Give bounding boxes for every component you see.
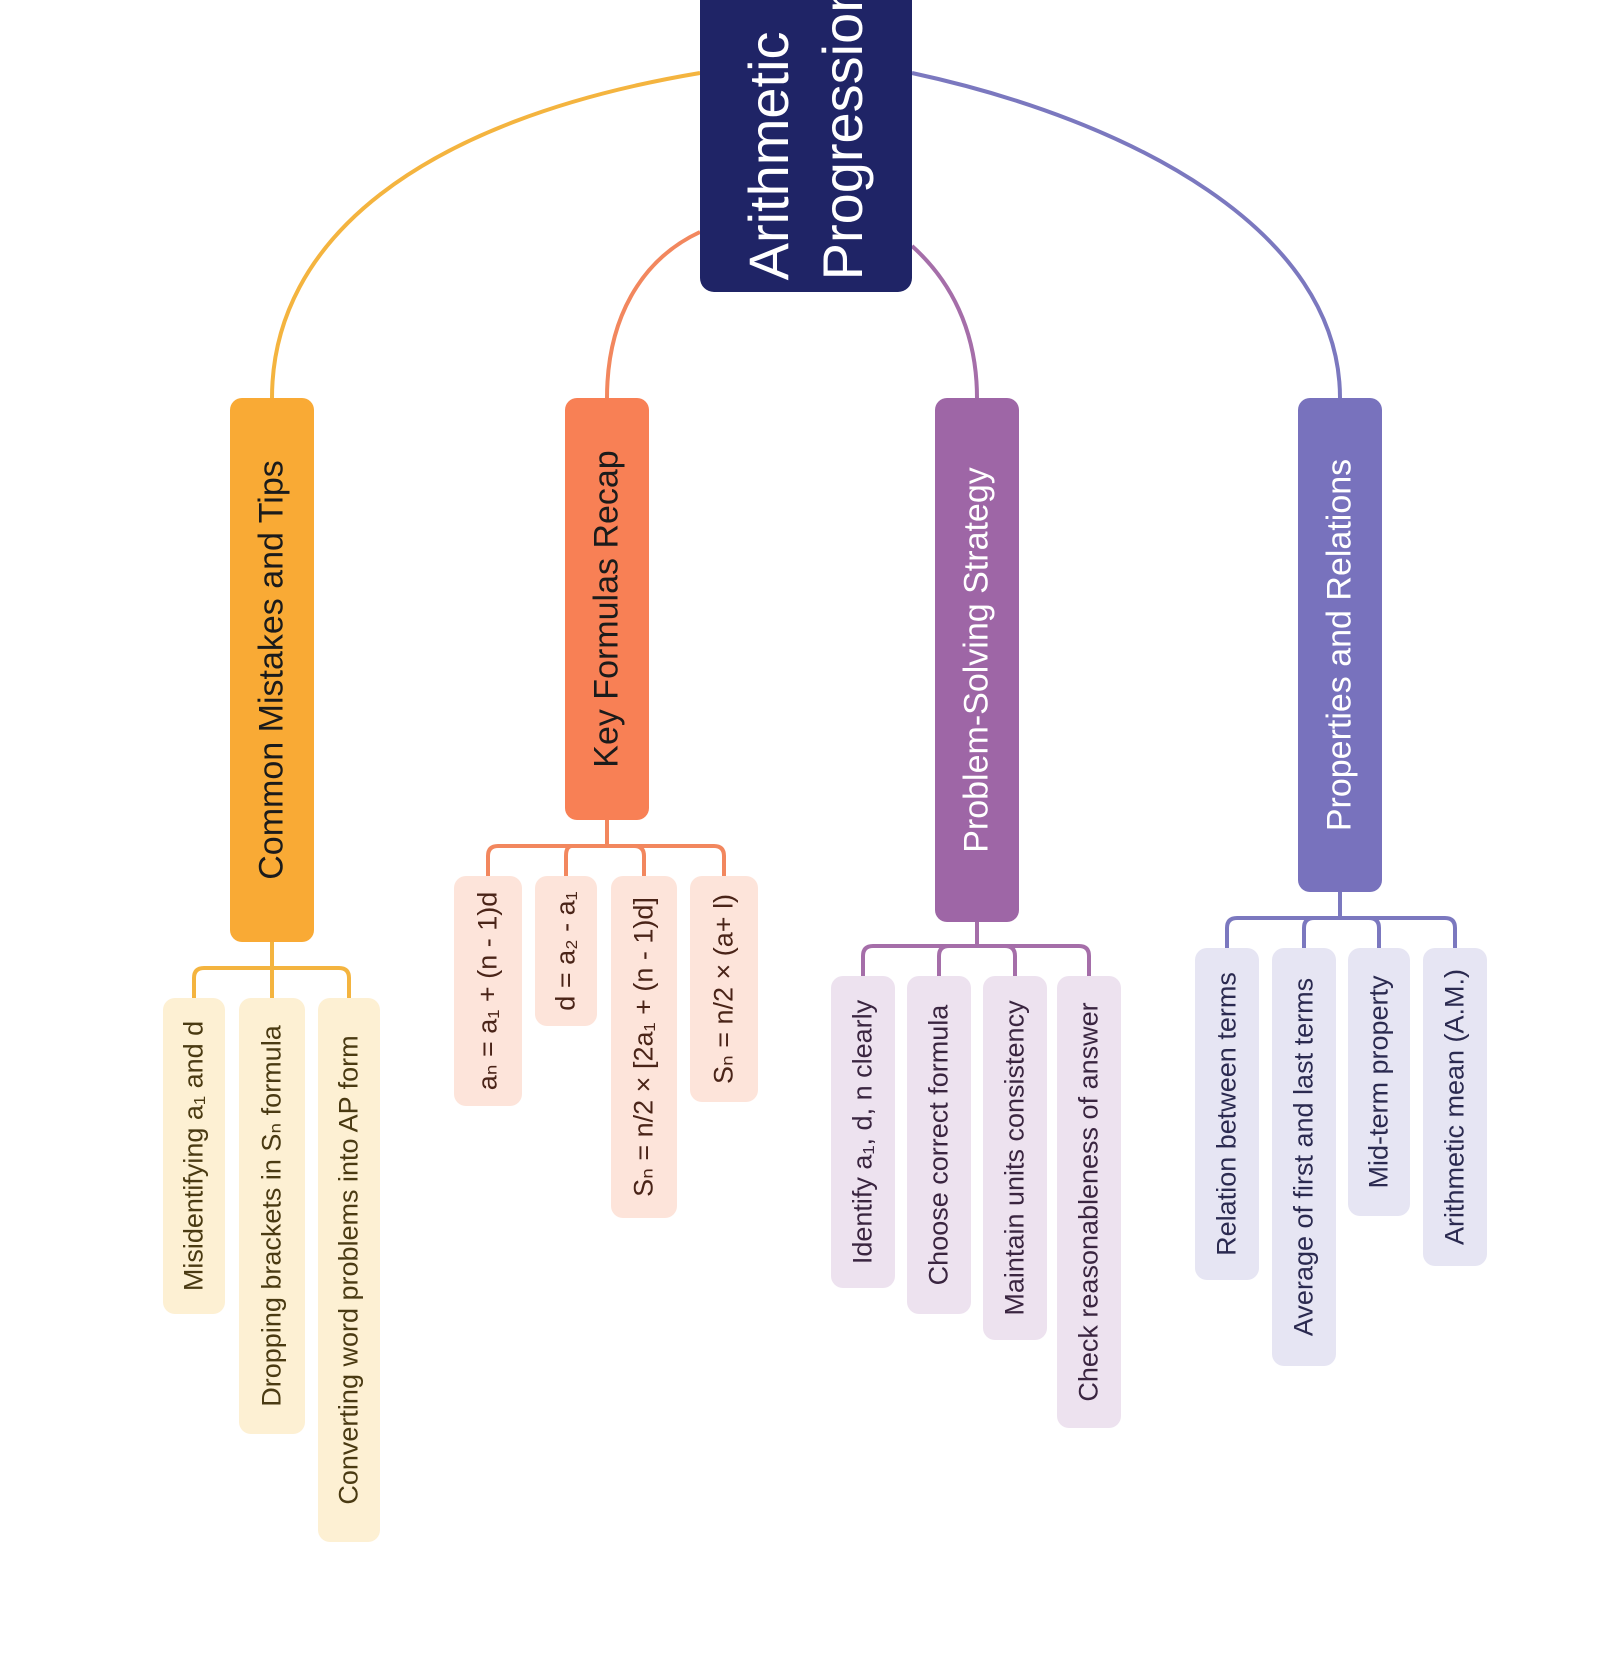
branch-properties[interactable]: Properties and Relations <box>1298 398 1382 892</box>
connector-mistakes-leaves <box>192 942 351 998</box>
leaf-label: Average of first and last terms <box>1288 977 1319 1337</box>
leaf-average-first-last[interactable]: Average of first and last terms <box>1272 948 1336 1366</box>
leaf-identify-values[interactable]: Identify a₁, d, n clearly <box>831 976 895 1288</box>
leaf-check-reasonableness[interactable]: Check reasonableness of answer <box>1057 976 1121 1428</box>
leaf-label: Misidentifying a₁ and d <box>178 1020 209 1292</box>
branch-common-mistakes[interactable]: Common Mistakes and Tips <box>230 398 314 942</box>
leaf-sum-first-last-formula[interactable]: Sₙ = n/2 × (a+ l) <box>690 876 758 1102</box>
leaf-label: d = a₂ - a₁ <box>550 891 581 1011</box>
leaf-label: Check reasonableness of answer <box>1073 1002 1104 1402</box>
leaf-label: Choose correct formula <box>923 1004 954 1286</box>
leaf-mid-term-property[interactable]: Mid-term property <box>1348 948 1410 1216</box>
leaf-relation-between-terms[interactable]: Relation between terms <box>1195 948 1259 1280</box>
root-title-line1: Arithmetic <box>737 31 800 281</box>
leaf-arithmetic-mean[interactable]: Arithmetic mean (A.M.) <box>1423 948 1487 1266</box>
branch-key-formulas[interactable]: Key Formulas Recap <box>565 398 649 820</box>
leaf-label: Converting word problems into AP form <box>333 1035 364 1505</box>
connector-root-properties <box>911 71 1342 399</box>
branch-label: Common Mistakes and Tips <box>252 460 291 880</box>
leaf-common-difference-formula[interactable]: d = a₂ - a₁ <box>535 876 597 1026</box>
connector-root-mistakes <box>270 71 701 399</box>
connector-root-formulas <box>605 230 701 399</box>
connector-properties-leaves <box>1225 892 1457 948</box>
leaf-label: Mid-term property <box>1363 975 1394 1189</box>
connector-strategy-leaves <box>861 922 1091 976</box>
branch-problem-solving[interactable]: Problem-Solving Strategy <box>935 398 1019 922</box>
branch-label: Problem-Solving Strategy <box>957 467 996 853</box>
leaf-converting-word-problems[interactable]: Converting word problems into AP form <box>318 998 380 1542</box>
leaf-dropping-brackets[interactable]: Dropping brackets in Sₙ formula <box>239 998 305 1434</box>
leaf-units-consistency[interactable]: Maintain units consistency <box>983 976 1047 1340</box>
leaf-nth-term-formula[interactable]: aₙ = a₁ + (n - 1)d <box>454 876 522 1106</box>
leaf-label: aₙ = a₁ + (n - 1)d <box>472 891 503 1091</box>
leaf-sum-formula[interactable]: Sₙ = n/2 × [2a₁ + (n - 1)d] <box>611 876 677 1218</box>
root-title: Arithmetic Progression <box>732 0 880 280</box>
leaf-label: Maintain units consistency <box>999 1000 1030 1316</box>
branch-label: Key Formulas Recap <box>587 450 626 768</box>
leaf-choose-formula[interactable]: Choose correct formula <box>907 976 971 1314</box>
connector-root-strategy <box>910 244 979 399</box>
leaf-label: Sₙ = n/2 × (a+ l) <box>708 893 739 1085</box>
leaf-label: Relation between terms <box>1211 972 1242 1256</box>
leaf-misidentifying[interactable]: Misidentifying a₁ and d <box>163 998 225 1314</box>
leaf-label: Dropping brackets in Sₙ formula <box>256 1025 287 1407</box>
root-title-line2: Progression <box>811 0 874 281</box>
root-node[interactable]: Arithmetic Progression <box>700 0 912 292</box>
leaf-label: Sₙ = n/2 × [2a₁ + (n - 1)d] <box>628 897 659 1197</box>
leaf-label: Arithmetic mean (A.M.) <box>1439 968 1470 1246</box>
leaf-label: Identify a₁, d, n clearly <box>847 999 878 1265</box>
connector-formulas-leaves <box>486 820 726 876</box>
branch-label: Properties and Relations <box>1320 458 1359 832</box>
